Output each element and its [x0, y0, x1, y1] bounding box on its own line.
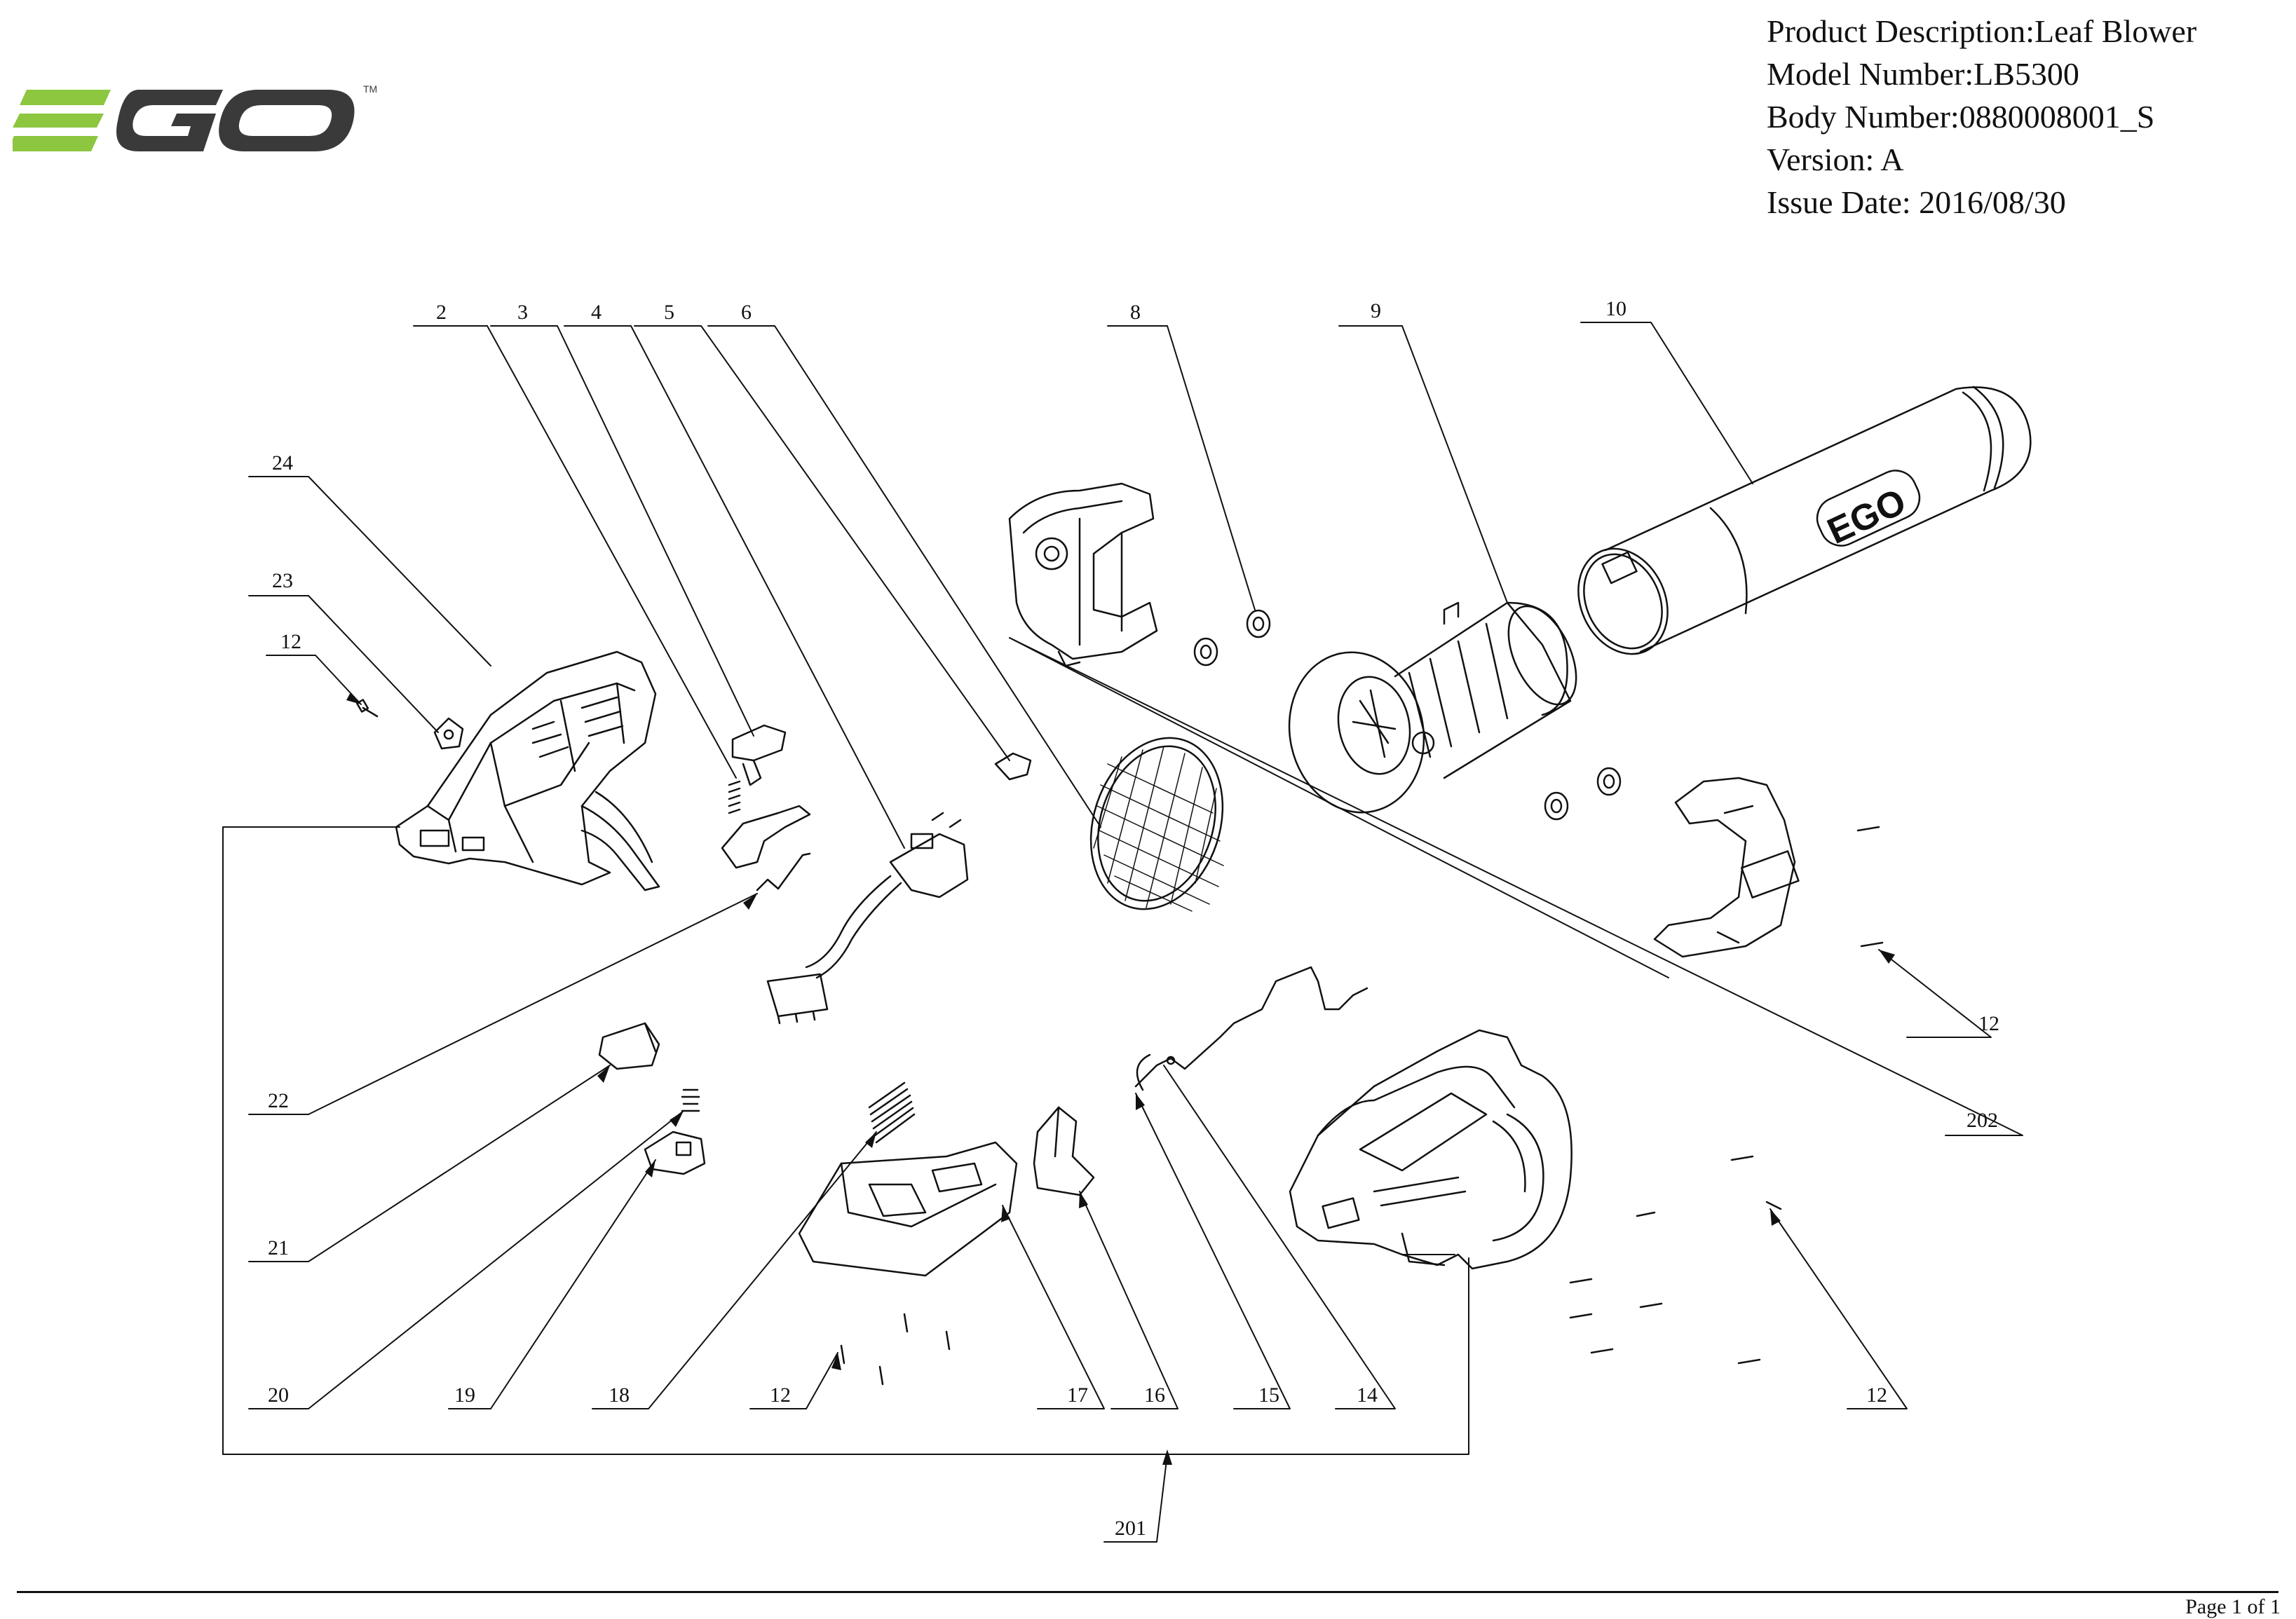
callout-21: 21 — [268, 1236, 289, 1259]
body-number: Body Number:0880008001_S — [1767, 99, 2155, 135]
callout-6: 6 — [741, 301, 752, 324]
part-3-trigger-button — [731, 724, 787, 786]
callout-2: 2 — [436, 301, 447, 324]
part-10-blower-tube: EGO — [1577, 385, 2032, 655]
footer-divider — [17, 1591, 2278, 1593]
callout-10: 10 — [1605, 297, 1626, 320]
version: Version: A — [1767, 142, 1904, 177]
part-main-housing — [1289, 1029, 1572, 1270]
part-16-latch — [1033, 1106, 1095, 1196]
callout-15: 15 — [1258, 1384, 1279, 1407]
part-22-wire-spring — [756, 852, 811, 892]
model-number: Model Number:LB5300 — [1767, 56, 2079, 92]
logo-e-bars — [13, 90, 111, 151]
part-17-battery-base — [798, 1141, 1018, 1277]
callout-9: 9 — [1371, 299, 1381, 322]
product-description: Product Description:Leaf Blower — [1767, 13, 2197, 49]
part-12-screws — [840, 826, 1884, 1386]
logo-trademark: TM — [363, 83, 377, 95]
callout-18: 18 — [609, 1384, 630, 1407]
part-5-switch-harness — [766, 812, 969, 1025]
callout-20: 20 — [268, 1384, 289, 1407]
callout-12-bottom-right: 12 — [1866, 1384, 1887, 1407]
part-21-lock-button — [598, 1022, 660, 1070]
part-inlet-grille — [1089, 737, 1224, 912]
callout-14: 14 — [1357, 1384, 1378, 1407]
part-6-knob — [994, 752, 1032, 781]
callout-24: 24 — [272, 451, 293, 474]
page-number: Page 1 of 1 — [2185, 1595, 2281, 1618]
logo-go-letters — [116, 90, 355, 151]
callout-19: 19 — [454, 1384, 475, 1407]
leader-lines — [222, 322, 2023, 1543]
part-2-spring — [728, 780, 741, 814]
callout-5: 5 — [664, 301, 674, 324]
part-front-housing-lower — [1653, 777, 1800, 958]
part-4-trigger-lever — [721, 805, 811, 869]
part-18-spring — [868, 1081, 916, 1144]
part-20-spring — [681, 1088, 700, 1112]
callout-12-left: 12 — [280, 630, 301, 653]
part-front-housing-upper — [1008, 482, 1158, 667]
tube-logo-text: EGO — [1821, 481, 1912, 552]
part-9-fan-motor — [1288, 601, 1577, 814]
callout-16: 16 — [1144, 1384, 1165, 1407]
ego-logo: TM — [13, 83, 377, 151]
part-handle-housing — [395, 650, 660, 892]
callout-17: 17 — [1067, 1384, 1088, 1407]
callout-22: 22 — [268, 1089, 289, 1112]
callout-4: 4 — [591, 301, 602, 324]
part-8-bearings — [1193, 609, 1622, 821]
callout-202: 202 — [1966, 1109, 1998, 1132]
issue-date: Issue Date: 2016/08/30 — [1767, 184, 2066, 220]
part-23-clip — [433, 717, 464, 750]
callout-12-bottom: 12 — [770, 1384, 791, 1407]
callout-numbers: 2 3 4 5 6 8 9 10 24 23 12 12 202 22 21 2… — [268, 297, 1999, 1540]
leader-arrows — [346, 692, 1895, 1465]
part-14-15-wire-harness — [1134, 966, 1368, 1091]
callout-12-right: 12 — [1978, 1012, 1999, 1035]
callout-23: 23 — [272, 569, 293, 592]
product-info: Product Description:Leaf Blower Model Nu… — [1767, 10, 2196, 224]
callout-8: 8 — [1130, 301, 1141, 324]
part-12-screw-left — [355, 699, 379, 718]
callout-3: 3 — [517, 301, 528, 324]
callout-201: 201 — [1115, 1517, 1146, 1540]
